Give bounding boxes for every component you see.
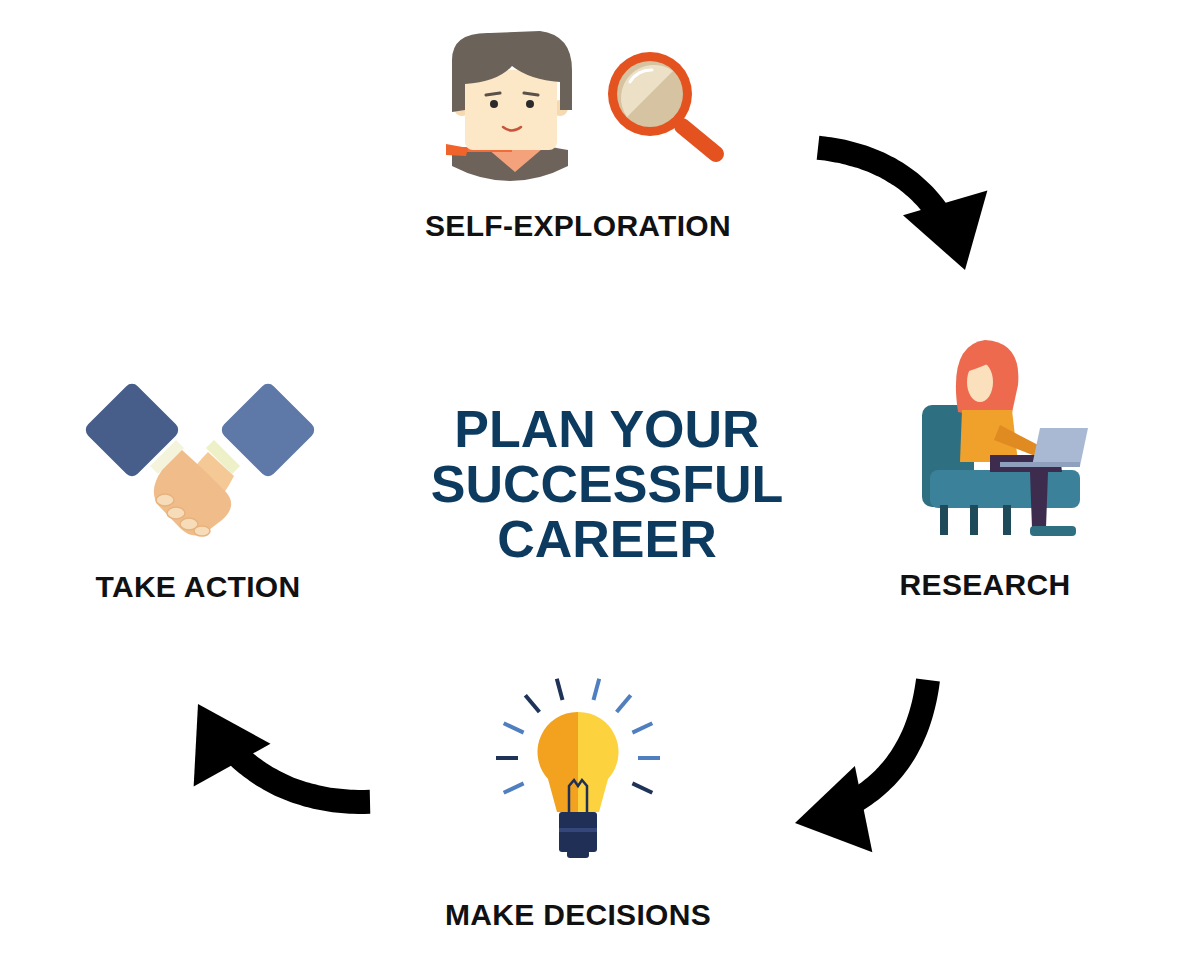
lightbulb-icon-part <box>567 850 589 858</box>
flow-arrow <box>795 680 928 852</box>
lightbulb-icon-part <box>504 723 524 732</box>
step-label: MAKE DECISIONS <box>445 897 711 933</box>
lightbulb-icon-part <box>617 695 631 712</box>
handshake-icon-part <box>156 494 174 506</box>
reader-icon-part <box>994 425 1040 456</box>
step-label: TAKE ACTION <box>96 569 301 605</box>
lightbulb-icon-part <box>569 780 587 812</box>
reader-icon-part <box>970 505 978 535</box>
magnifier-icon-part <box>682 126 716 154</box>
man-icon-part <box>446 144 468 156</box>
reader-icon-part <box>1003 505 1011 535</box>
reader-icon-part <box>1030 526 1076 536</box>
lightbulb-icon-part <box>504 783 524 792</box>
lightbulb-icon-part <box>632 723 652 732</box>
arrow-head <box>903 190 987 270</box>
lightbulb-icon-part <box>525 695 539 712</box>
lightbulb-icon-part <box>496 756 518 760</box>
reader-icon <box>922 340 1088 536</box>
lightbulb-icon-part <box>594 679 600 700</box>
magnifier-icon-part <box>621 65 673 117</box>
lightbulb-icon-part <box>578 712 618 812</box>
magnifier-icon-part <box>608 52 692 136</box>
lightbulb-icon-part <box>538 712 578 812</box>
man-icon-part <box>526 100 534 108</box>
magnifier-icon-part <box>617 61 683 127</box>
arrow-head <box>795 766 872 852</box>
reader-icon-part <box>940 505 948 535</box>
man-icon-part <box>503 127 521 131</box>
arrow-head <box>194 704 271 787</box>
reader-icon-part <box>1000 462 1080 467</box>
man-icon-part <box>452 31 572 112</box>
man-icon-part <box>486 93 538 95</box>
reader-icon-part <box>930 470 1080 508</box>
lightbulb-icon-part <box>638 756 660 760</box>
step-node: MAKE DECISIONS <box>418 672 738 937</box>
diagram-title: PLAN YOUR SUCCESSFUL CAREER <box>407 402 807 567</box>
lightbulb-icon <box>496 679 660 858</box>
step-label: RESEARCH <box>900 567 1071 603</box>
handshake-icon-part <box>194 526 210 536</box>
handshake-icon <box>83 381 318 536</box>
handshake-icon-part <box>167 507 185 519</box>
step-node: SELF-EXPLORATION <box>408 30 748 248</box>
step-node: TAKE ACTION <box>78 385 318 609</box>
step-label: SELF-EXPLORATION <box>425 208 731 244</box>
lightbulb-icon-part <box>559 812 597 852</box>
magnifier-icon-part <box>630 70 652 82</box>
reader-icon-part <box>956 340 1019 422</box>
flow-arrow <box>818 148 987 270</box>
reader-icon-part <box>1032 428 1088 466</box>
man-icon-part <box>490 100 498 108</box>
reader-icon-part <box>966 358 995 372</box>
man-icon <box>446 31 572 181</box>
lightbulb-icon-part <box>557 679 563 700</box>
step-node: RESEARCH <box>885 335 1085 607</box>
magnifier-icon <box>608 52 716 154</box>
lightbulb-icon-part <box>632 783 652 792</box>
man-icon-part <box>488 149 542 172</box>
flow-arrow <box>194 704 370 802</box>
lightbulb-icon-part <box>559 828 597 832</box>
handshake-icon-part <box>154 450 231 536</box>
